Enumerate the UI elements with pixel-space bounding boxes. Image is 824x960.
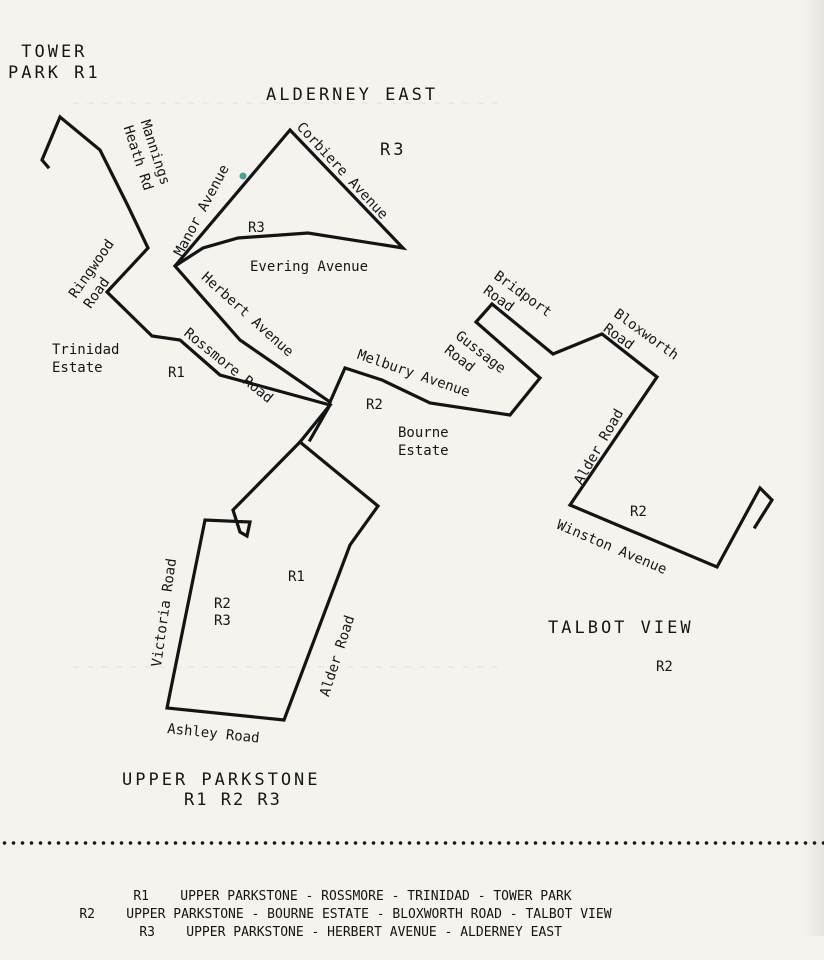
legend-route-text: UPPER PARKSTONE - ROSSMORE - TRINIDAD - … [180, 889, 572, 904]
area-talbot-view: TALBOT VIEW [548, 618, 694, 638]
route-tag-r1-south: R1 [288, 569, 305, 585]
area-alderney-east: ALDERNEY EAST [266, 85, 439, 105]
road-mannings-heath-ringwood [40, 114, 333, 445]
legend-route-code: R2 [79, 907, 95, 922]
legend-route-text: UPPER PARKSTONE - BOURNE ESTATE - BLOXWO… [126, 907, 612, 922]
route-map [40, 114, 775, 722]
road-label-evering: Evering Avenue [250, 259, 369, 275]
route-tag-r1-trinidad: R1 [168, 365, 185, 381]
stop-marker [239, 172, 247, 180]
road-link-rossmore [307, 402, 333, 443]
legend-route-text: UPPER PARKSTONE - HERBERT AVENUE - ALDER… [186, 925, 562, 940]
legend-route-code: R3 [139, 925, 155, 940]
area-upper-parkstone: UPPER PARKSTONE [122, 770, 321, 790]
dotted-separator [0, 838, 824, 848]
legend-row-r3: R3 UPPER PARKSTONE - HERBERT AVENUE - AL… [108, 906, 562, 960]
road-southern-loop [165, 439, 381, 722]
route-tags-upper-parkstone: R1 R2 R3 [184, 790, 282, 810]
page-fold-shadow [802, 0, 824, 936]
road-melbury-bloxworth [327, 301, 775, 570]
road-herbert-avenue [172, 263, 333, 405]
route-tag-r2-talbot: R2 [656, 659, 673, 675]
route-tag-r2-winston: R2 [630, 504, 647, 520]
route-tag-r3-manor: R3 [248, 220, 265, 236]
route-tag-r2-melbury: R2 [366, 397, 383, 413]
area-trinidad-estate: Trinidad Estate [52, 342, 120, 376]
area-tower-park: TOWER PARK R1 [8, 42, 101, 84]
legend-row-r2: R2 UPPER PARKSTONE - BOURNE ESTATE - BLO… [48, 888, 612, 942]
route-tag-r3-top: R3 [380, 140, 407, 160]
legend-route-code: R1 [133, 889, 149, 904]
route-tag-r2-victoria: R2 [214, 596, 231, 612]
area-bourne-estate: Bourne Estate [398, 425, 449, 459]
legend-row-r1: R1 UPPER PARKSTONE - ROSSMORE - TRINIDAD… [102, 870, 572, 924]
route-tag-r3-victoria: R3 [214, 613, 231, 629]
